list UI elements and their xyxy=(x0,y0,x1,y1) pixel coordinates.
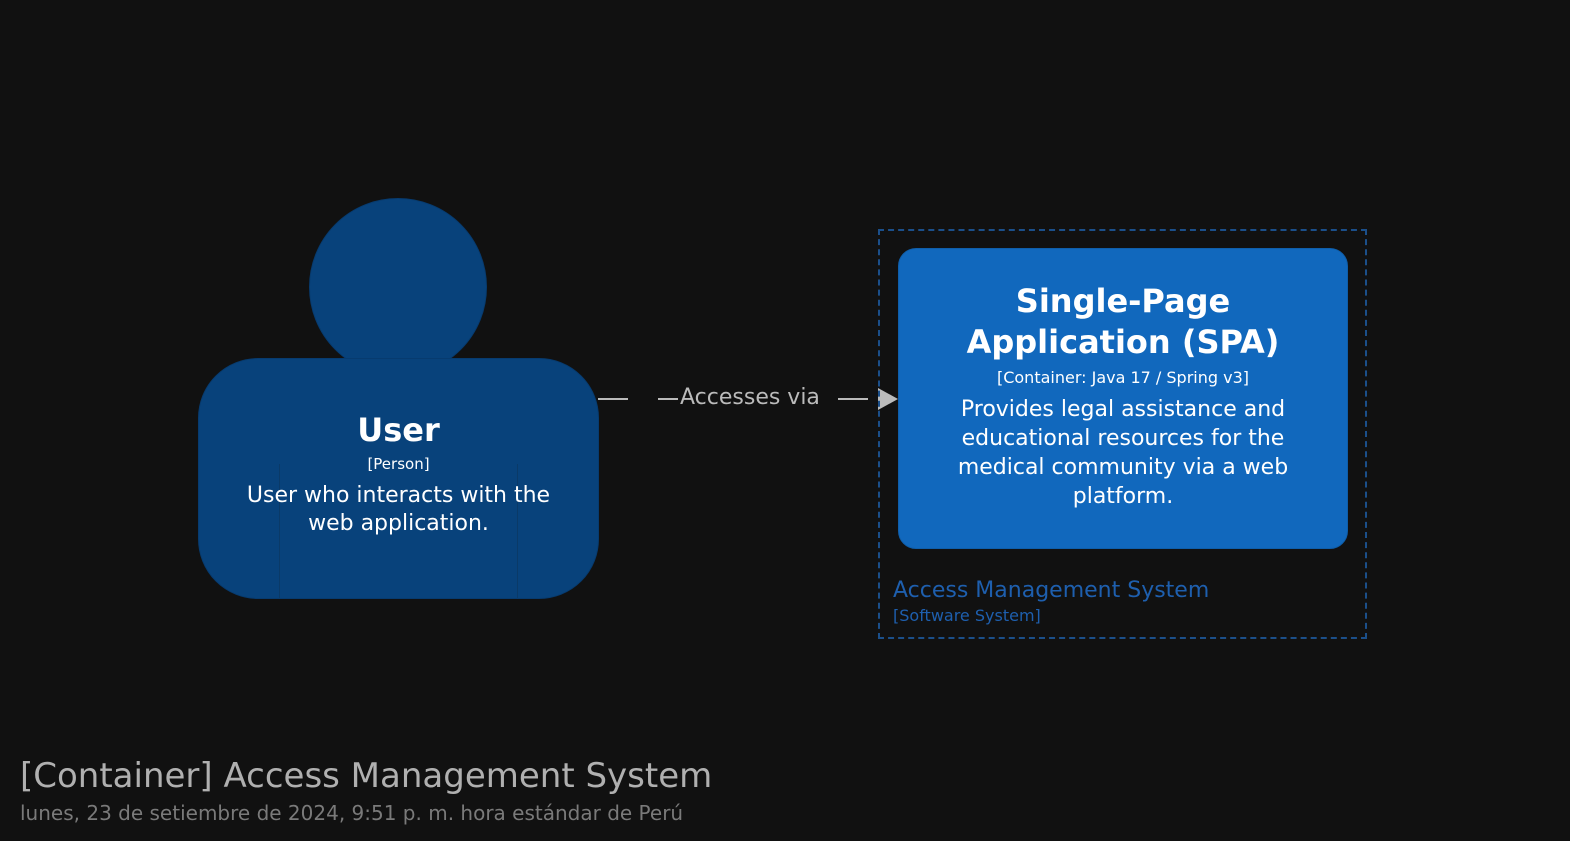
container-name: Single-Page Application (SPA) xyxy=(966,282,1280,361)
relationship-label: Accesses via xyxy=(680,385,820,410)
boundary-type: [Software System] xyxy=(893,606,1041,625)
boundary-name: Access Management System xyxy=(893,578,1210,603)
person-name: User xyxy=(357,411,440,449)
person-type: [Person] xyxy=(367,455,430,473)
container-spa[interactable]: Single-Page Application (SPA) [Container… xyxy=(898,248,1348,549)
person-body-divider-right xyxy=(517,464,518,598)
diagram-subtitle: lunes, 23 de setiembre de 2024, 9:51 p. … xyxy=(20,801,684,825)
relationship-arrow xyxy=(598,388,898,410)
container-type: [Container: Java 17 / Spring v3] xyxy=(996,368,1250,387)
person-body-divider-left xyxy=(279,464,280,598)
arrow-head xyxy=(878,388,898,410)
person-head-shape xyxy=(309,198,487,376)
container-description: Provides legal assistance and educationa… xyxy=(957,397,1289,509)
boundary-label: Access Management System [Software Syste… xyxy=(893,577,1209,627)
diagram-title: [Container] Access Management System xyxy=(20,756,713,796)
person-body-shape[interactable] xyxy=(198,358,599,599)
person-description: User who interacts with the web applicat… xyxy=(246,483,551,536)
system-boundary xyxy=(878,229,1367,639)
person-label: User [Person] User who interacts with th… xyxy=(198,410,599,538)
